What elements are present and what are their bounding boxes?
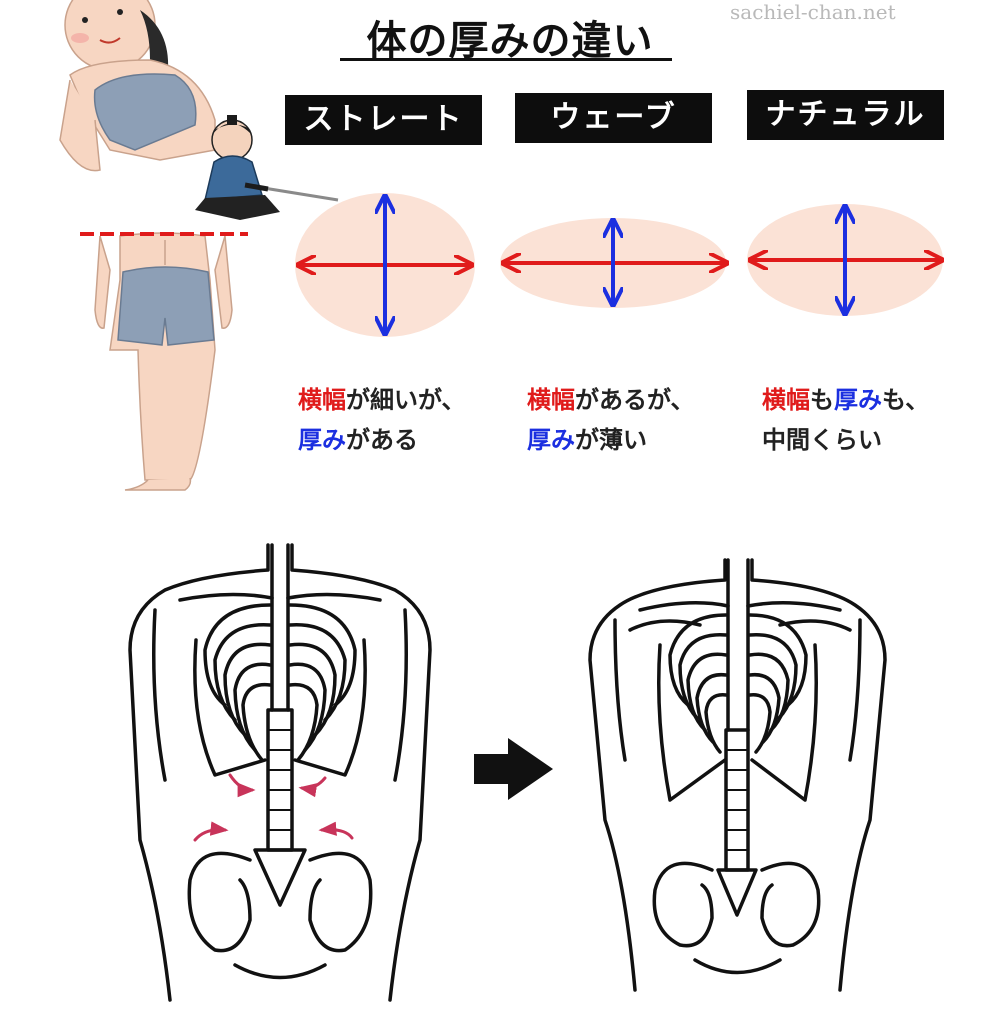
watermark: sachiel-chan.net	[730, 0, 896, 24]
desc-text: が細いが、	[346, 386, 466, 414]
desc-straight-line2: 厚みがある	[298, 420, 466, 460]
desc-wave: 横幅があるが、 厚みが薄い	[527, 380, 695, 460]
desc-term-depth: 厚み	[834, 386, 882, 414]
desc-wave-line1: 横幅があるが、	[527, 380, 695, 420]
label-natural: ナチュラル	[747, 90, 944, 140]
desc-text: が薄い	[575, 426, 647, 454]
label-wave: ウェーブ	[515, 93, 712, 143]
desc-term-width: 横幅	[298, 386, 346, 414]
desc-text: も	[810, 386, 834, 414]
ellipse-natural	[747, 204, 943, 316]
skeleton-torso-icon	[128, 543, 432, 1002]
desc-wave-line2: 厚みが薄い	[527, 420, 695, 460]
desc-text: がある	[346, 426, 418, 454]
label-straight: ストレート	[285, 95, 482, 145]
desc-text: も、	[882, 386, 930, 414]
skeleton-torso-icon	[588, 558, 887, 992]
rib-compression-arrows	[193, 773, 354, 842]
desc-term-depth: 厚み	[298, 426, 346, 454]
right-arrow-icon	[474, 738, 553, 800]
desc-natural: 横幅も厚みも、 中間くらい	[762, 380, 929, 460]
desc-text: 中間くらい	[762, 426, 882, 454]
page-title: 体の厚みの違い	[366, 18, 654, 64]
desc-term-width: 横幅	[762, 386, 810, 414]
woman-illustration-icon	[59, 0, 233, 491]
desc-straight: 横幅が細いが、 厚みがある	[298, 380, 466, 460]
desc-natural-line2: 中間くらい	[762, 420, 929, 460]
desc-term-depth: 厚み	[527, 426, 575, 454]
samurai-illustration-icon	[195, 115, 339, 220]
desc-text: があるが、	[575, 386, 695, 414]
desc-term-width: 横幅	[527, 386, 575, 414]
desc-natural-line1: 横幅も厚みも、	[762, 380, 929, 420]
title-underline	[340, 58, 672, 61]
desc-straight-line1: 横幅が細いが、	[298, 380, 466, 420]
ellipse-wave	[500, 218, 726, 308]
ellipse-straight	[295, 193, 475, 337]
